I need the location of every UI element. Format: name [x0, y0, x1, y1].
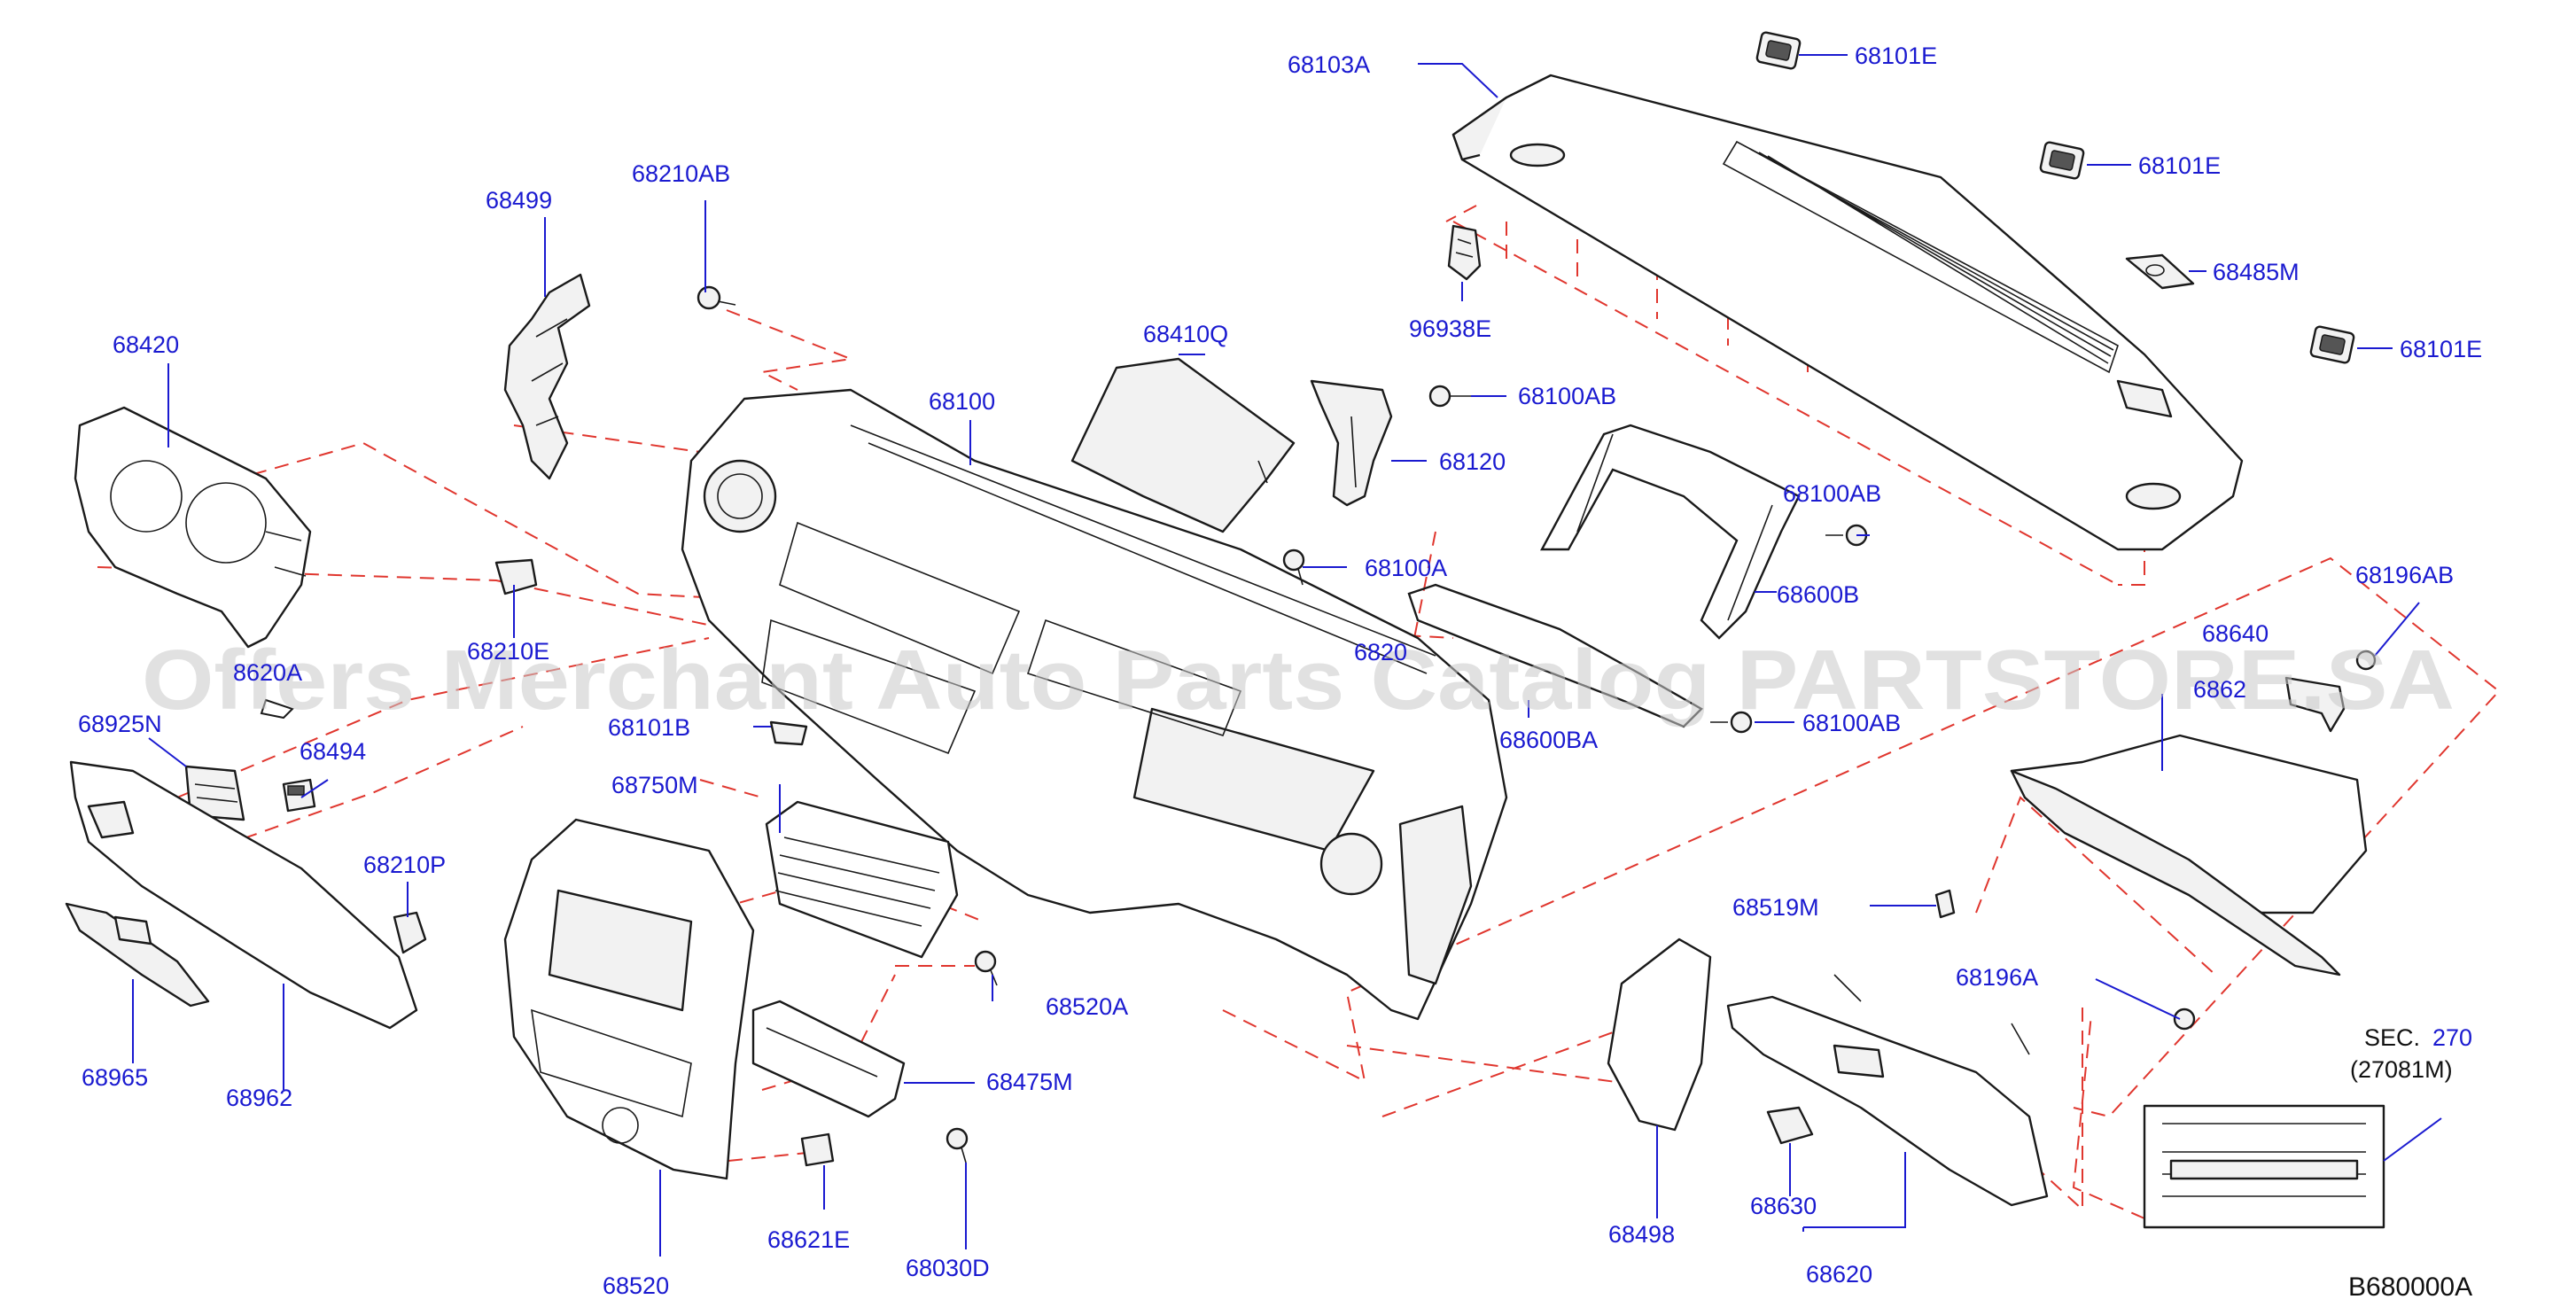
part-68100-instrument-panel — [681, 388, 1508, 1021]
part-68101E-clip-2 — [2039, 141, 2085, 180]
label-6820-partial: 6820 — [1354, 639, 1407, 665]
part-68101B-clip — [769, 720, 808, 746]
part-labels: 68103A 68101E 68101E 68101E 68485M 96938… — [78, 43, 2482, 1302]
label-68210A-partial: 8620A — [233, 659, 302, 686]
label-68962: 68962 — [226, 1085, 292, 1111]
label-6862-partial: 6862 — [2193, 676, 2246, 703]
label-68965: 68965 — [82, 1064, 148, 1091]
part-68101E-clip-3 — [2309, 325, 2355, 364]
part-68101E-clip-1 — [1755, 31, 1802, 70]
label-68100: 68100 — [929, 388, 995, 415]
label-68210P: 68210P — [363, 852, 446, 878]
label-68100A: 68100A — [1365, 555, 1447, 581]
label-68475M: 68475M — [986, 1069, 1073, 1095]
part-68520-center-bezel — [503, 818, 755, 1180]
label-68630: 68630 — [1750, 1193, 1817, 1219]
label-96938E: 96938E — [1409, 315, 1491, 342]
label-68750M: 68750M — [611, 772, 698, 798]
part-68925N-switch — [184, 765, 245, 821]
part-68640-glove-box — [2010, 734, 2368, 977]
label-68196AB: 68196AB — [2355, 562, 2454, 588]
part-68750M-vent — [765, 800, 959, 959]
part-68475M-pocket — [751, 1000, 906, 1118]
part-68100AB-screw-1 — [1428, 385, 1471, 408]
label-68420: 68420 — [113, 331, 179, 358]
part-68210E-clip — [494, 558, 538, 595]
label-68103A: 68103A — [1288, 51, 1370, 78]
label-68101E-3: 68101E — [2400, 336, 2482, 362]
label-68600BA: 68600BA — [1499, 727, 1598, 753]
part-96938E-clip — [1447, 224, 1482, 281]
part-68519M-plug — [1934, 889, 1956, 919]
label-68100AB-3: 68100AB — [1802, 710, 1901, 736]
part-68520A-screw — [974, 950, 998, 986]
label-68120: 68120 — [1439, 448, 1506, 475]
part-68621E-clip — [800, 1132, 835, 1167]
part-screw-68210A — [260, 698, 294, 720]
label-68620: 68620 — [1806, 1261, 1872, 1288]
label-68196A: 68196A — [1956, 964, 2038, 991]
part-68196A-screw — [2173, 1008, 2196, 1031]
diagram-code: B680000A — [2348, 1272, 2472, 1302]
part-68420-cluster-hood — [74, 406, 312, 649]
label-68621E: 68621E — [767, 1226, 850, 1253]
label-68494: 68494 — [300, 738, 366, 765]
label-68485M: 68485M — [2213, 259, 2300, 285]
part-68630-latch — [1766, 1106, 1814, 1145]
label-68519M: 68519M — [1732, 894, 1819, 921]
label-68640: 68640 — [2202, 620, 2269, 647]
part-68962-lower-cover — [69, 760, 418, 1030]
part-68196AB-screw — [2355, 650, 2377, 671]
part-68965-panel — [65, 902, 210, 1008]
label-68101E-2: 68101E — [2138, 152, 2221, 179]
label-68100AB-2: 68100AB — [1783, 480, 1881, 507]
part-68620-glove-box-lid — [1726, 974, 2049, 1207]
part-68494-switch — [282, 778, 316, 813]
part-68498-side-cover — [1607, 938, 1712, 1132]
part-68030D-screw — [946, 1127, 969, 1163]
leader-lines — [132, 54, 2442, 1257]
watermark-text: Offers Merchant Auto Parts Catalog PARTS… — [142, 633, 2455, 728]
label-sec-reference: (27081M) — [2350, 1056, 2453, 1083]
label-68030D: 68030D — [906, 1255, 990, 1281]
part-6862-bracket — [2284, 676, 2346, 733]
label-68210E: 68210E — [467, 638, 549, 665]
part-68103A-upper-panel — [1451, 74, 2244, 551]
part-68210AB-screw — [697, 285, 736, 310]
label-68925N: 68925N — [78, 711, 162, 737]
label-sec: SEC. — [2364, 1024, 2420, 1051]
label-sec-number: 270 — [2432, 1024, 2472, 1051]
part-68485M-cover — [2125, 253, 2195, 290]
label-68410Q: 68410Q — [1143, 321, 1228, 347]
label-68499: 68499 — [486, 187, 552, 214]
part-68100AB-screw-3 — [1710, 711, 1753, 734]
part-68499-side-bracket — [503, 273, 591, 480]
label-68210AB: 68210AB — [632, 160, 730, 187]
part-68120-bracket — [1310, 379, 1393, 507]
part-68100A-screw — [1282, 549, 1305, 586]
label-68498: 68498 — [1608, 1221, 1675, 1248]
label-68101B: 68101B — [608, 714, 690, 741]
caution-label — [2143, 1104, 2385, 1229]
label-68100AB-1: 68100AB — [1518, 383, 1616, 409]
part-68600B-bracket — [1539, 424, 1801, 640]
parts-drawings — [65, 31, 2385, 1229]
label-68101E-1: 68101E — [1855, 43, 1937, 69]
part-68210P-clip — [393, 911, 427, 954]
label-68520: 68520 — [603, 1272, 669, 1299]
label-68520A: 68520A — [1046, 993, 1128, 1020]
label-68600B: 68600B — [1777, 581, 1859, 608]
part-68410Q-lid — [1070, 357, 1296, 533]
part-68600BA-bracket — [1407, 583, 1703, 728]
